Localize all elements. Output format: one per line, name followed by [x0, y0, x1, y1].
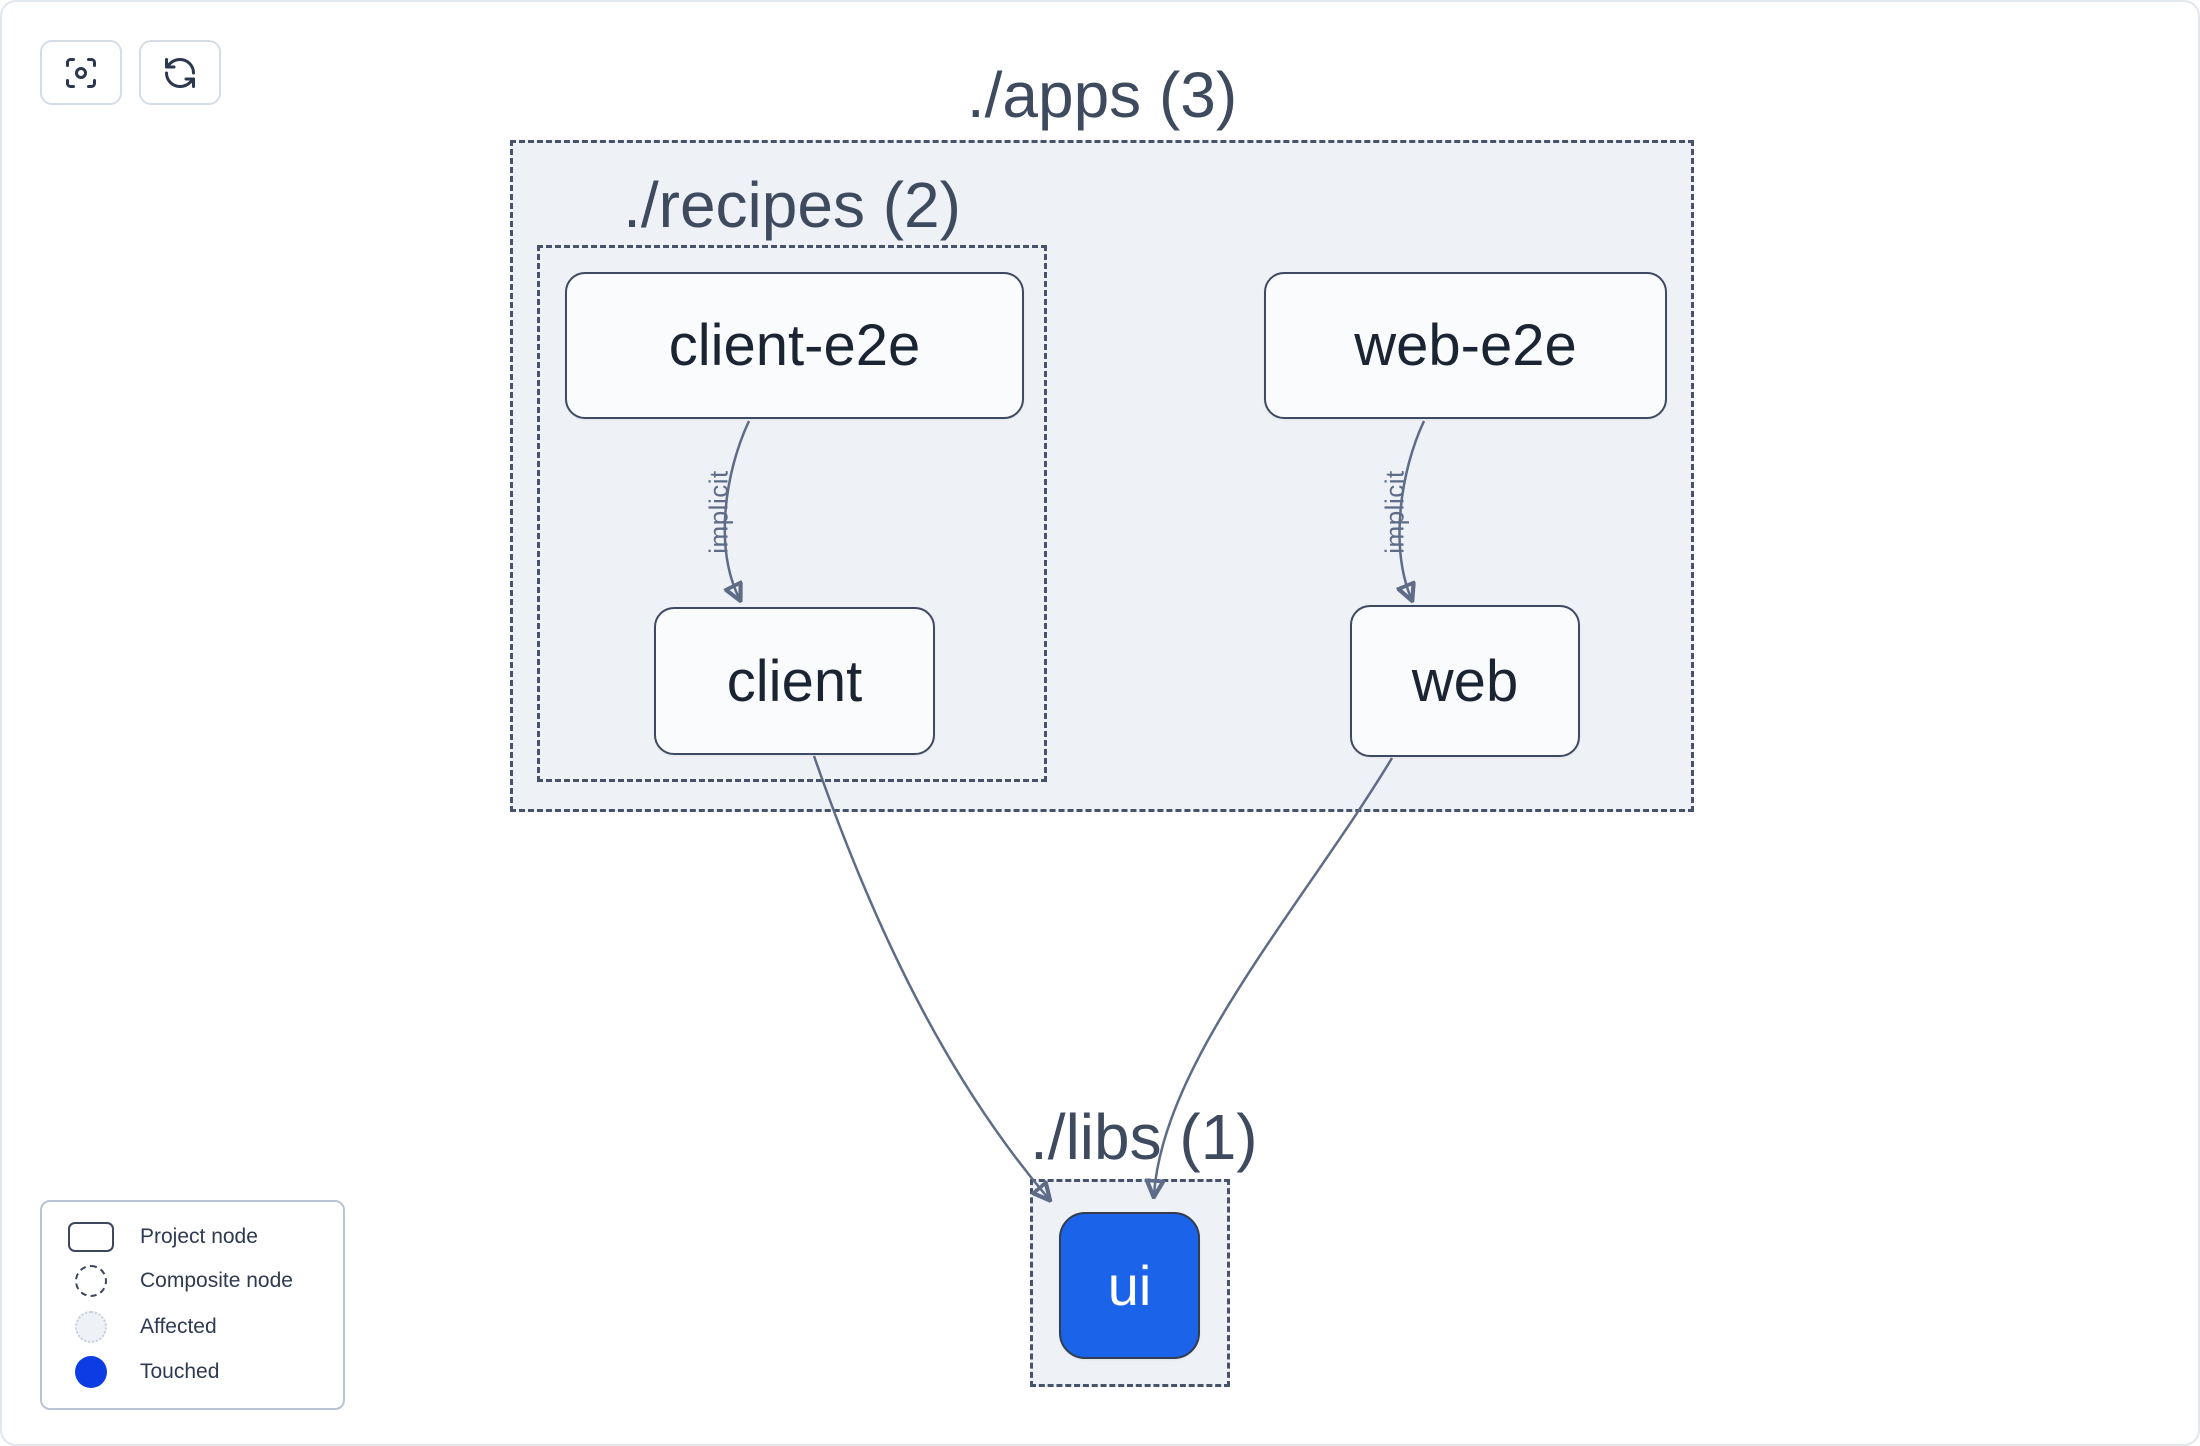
legend-row-project-node: Project node [42, 1221, 343, 1252]
group-title-apps[interactable]: ./apps (3) [966, 59, 1238, 131]
center-graph-button[interactable] [40, 40, 122, 105]
group-title-libs[interactable]: ./libs (1) [1030, 1101, 1258, 1173]
legend-row-composite-node: Composite node [42, 1265, 343, 1298]
project-node-client[interactable]: client [654, 607, 935, 755]
legend-row-affected: Affected [42, 1310, 343, 1343]
group-title-recipes[interactable]: ./recipes (2) [623, 169, 961, 241]
project-node-swatch-icon [68, 1221, 114, 1252]
legend-label: Composite node [140, 1269, 293, 1293]
project-node-web[interactable]: web [1350, 605, 1580, 757]
edge-label-implicit[interactable]: implicit [703, 470, 734, 554]
legend-label: Touched [140, 1360, 220, 1384]
composite-node-swatch-icon [75, 1265, 107, 1298]
affected-swatch-icon [75, 1310, 107, 1343]
refresh-graph-button[interactable] [139, 40, 221, 105]
legend-label: Project node [140, 1224, 258, 1248]
focus-icon [63, 55, 99, 91]
edge-client-to-ui [812, 755, 1048, 1198]
touched-swatch-icon [75, 1356, 107, 1389]
edge-label-implicit[interactable]: implicit [1379, 470, 1410, 554]
project-node-ui-touched[interactable]: ui [1059, 1212, 1200, 1359]
legend: Project node Composite node Affected Tou… [40, 1200, 345, 1410]
project-node-web-e2e[interactable]: web-e2e [1264, 272, 1667, 419]
project-node-client-e2e[interactable]: client-e2e [565, 272, 1024, 419]
legend-row-touched: Touched [42, 1356, 343, 1389]
refresh-icon [162, 55, 198, 91]
legend-label: Affected [140, 1314, 217, 1338]
